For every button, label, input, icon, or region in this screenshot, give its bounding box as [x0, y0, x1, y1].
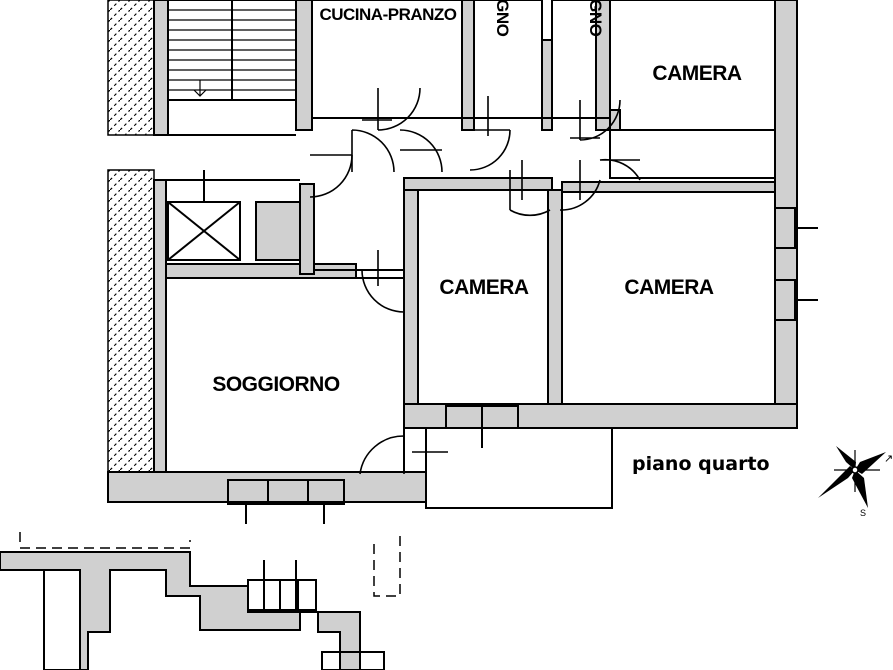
doors — [309, 87, 641, 475]
room-label-soggiorno: SOGGIORNO — [212, 373, 340, 396]
hatched-balcony — [107, 0, 155, 473]
svg-text:S: S — [860, 508, 866, 518]
compass-rose-icon: ↗ S — [818, 446, 893, 518]
room-label-camera-mid: CAMERA — [439, 276, 528, 299]
balcony — [425, 427, 613, 509]
elevator-shaft-icon — [167, 170, 301, 261]
room-outlines — [165, 0, 776, 473]
room-label-bagno-1: BAGNO — [493, 0, 512, 37]
floor-caption: piano quarto — [632, 453, 770, 475]
svg-text:↗: ↗ — [884, 453, 893, 465]
lower-floor-plan — [0, 532, 401, 670]
stairs-icon — [167, 0, 297, 101]
room-label-bagno-2: BAGNO — [586, 0, 605, 37]
room-label-camera-top: CAMERA — [652, 62, 741, 85]
room-label-camera-right: CAMERA — [624, 276, 713, 299]
room-label-cucina-pranzo: CUCINA-PRANZO — [319, 5, 456, 24]
